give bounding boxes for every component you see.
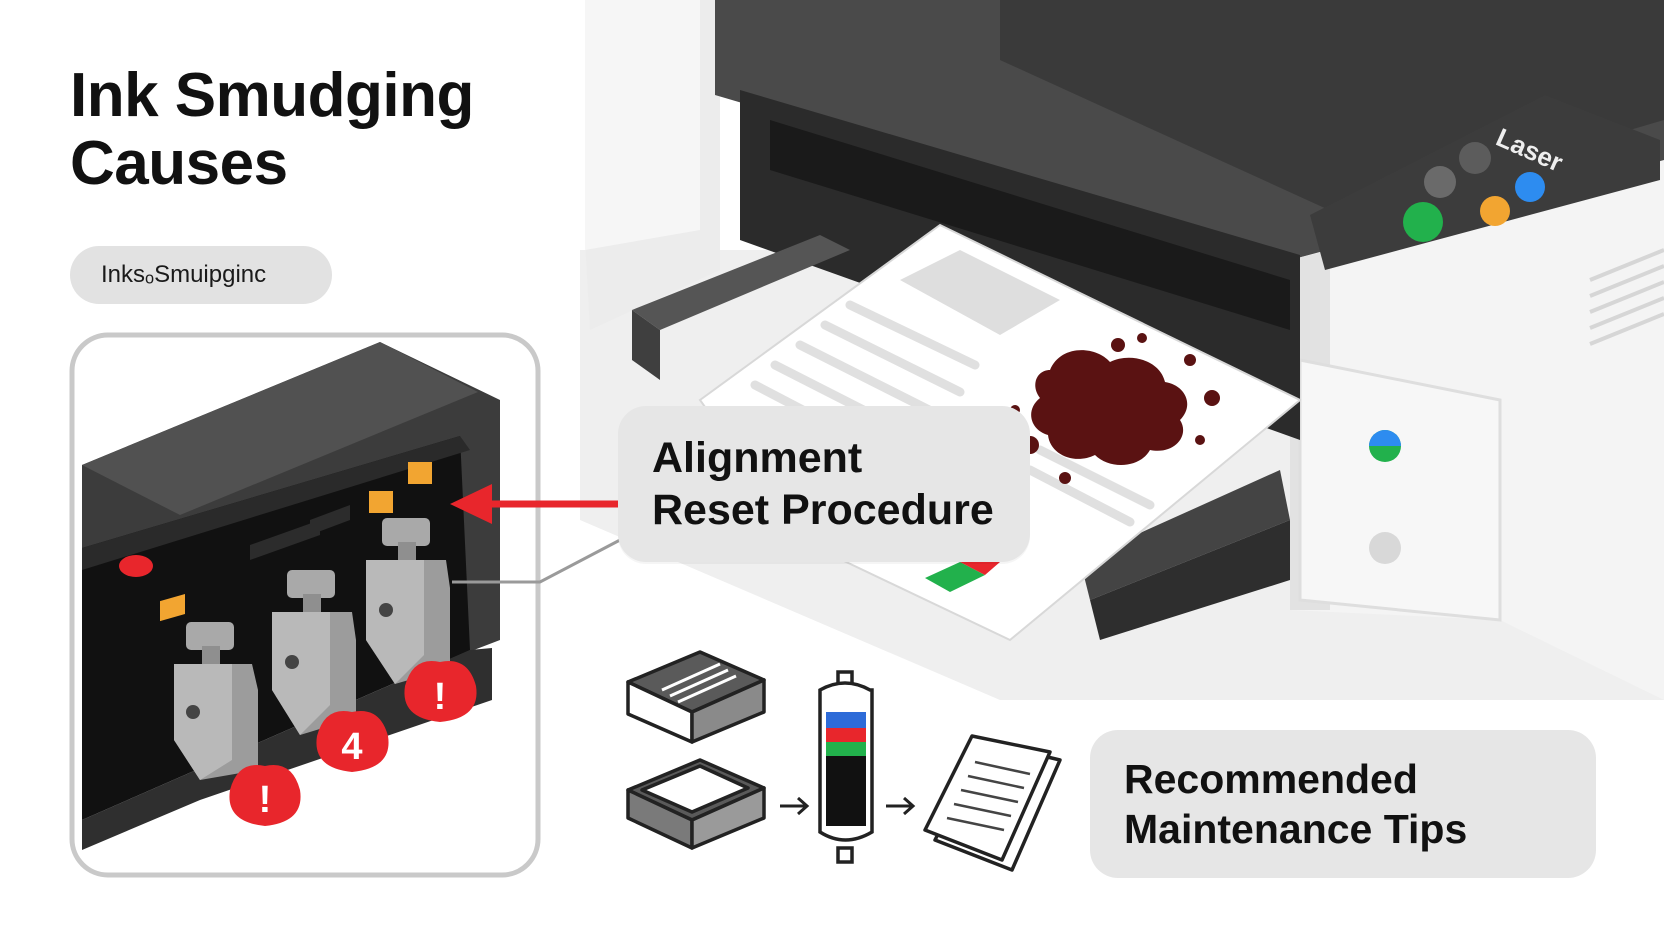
paper-tray-empty-icon [626, 758, 766, 850]
maintenance-callout: Recommended Maintenance Tips [1090, 730, 1596, 878]
alignment-callout-line-1: Alignment [652, 434, 863, 482]
topic-tag: InksₒSmuipginc [70, 246, 332, 304]
document-icon [923, 734, 1062, 872]
cartridge-right [366, 518, 450, 684]
warning-number: 4 [341, 726, 362, 768]
warning-icon: ! [229, 765, 301, 826]
alignment-callout-line-2: Reset Procedure [652, 486, 994, 534]
maintenance-callout-line-1: Recommended [1124, 756, 1418, 802]
warning-mark-right: ! [434, 676, 447, 718]
warning-mark-left: ! [259, 779, 272, 821]
page-title-line-1: Ink Smudging [70, 61, 474, 130]
alignment-callout: Alignment Reset Procedure [618, 406, 1030, 562]
printer-illustration [580, 0, 1664, 700]
cartridge-panel-icon: ! 4 ! [69, 332, 621, 878]
arrow-right-icon [886, 796, 916, 816]
warning-icon: ! [404, 661, 477, 722]
ink-tube-icon [818, 670, 874, 864]
maintenance-callout-line-2: Maintenance Tips [1124, 806, 1468, 852]
paper-tray-icon [626, 650, 766, 744]
cartridge-middle [272, 570, 356, 735]
page-title: Ink Smudging Causes [70, 62, 630, 198]
page-title-line-2: Causes [70, 129, 288, 198]
arrow-right-icon [780, 796, 810, 816]
cartridge-left [174, 622, 258, 780]
warning-icon-numbered: 4 [316, 711, 389, 772]
